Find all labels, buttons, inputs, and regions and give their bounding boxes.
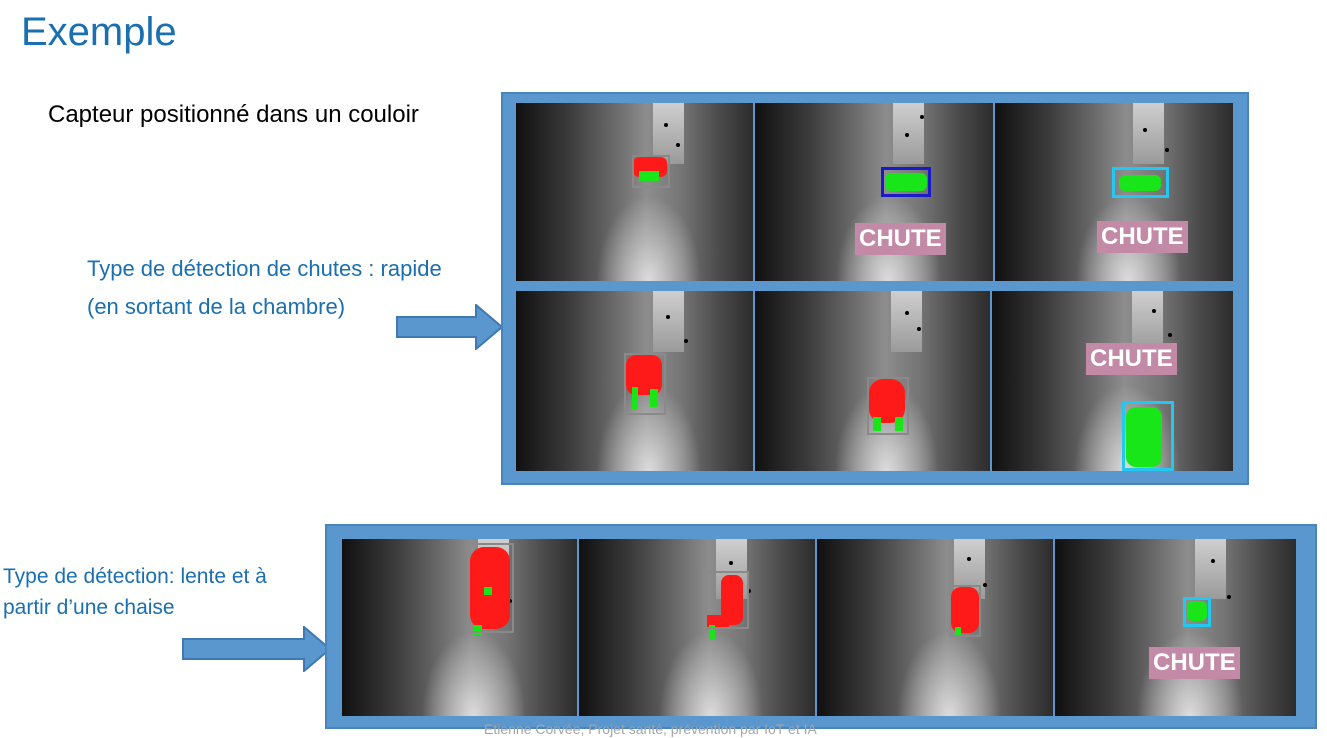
detection-box <box>867 377 909 435</box>
fall-label: CHUTE <box>1097 221 1188 253</box>
depth-frame <box>516 103 753 281</box>
slide-title: Exemple <box>21 10 177 54</box>
depth-frame: CHUTE <box>1055 539 1296 716</box>
depth-frame: CHUTE <box>992 291 1233 471</box>
fall-label: CHUTE <box>855 223 946 255</box>
detection-box <box>624 353 666 415</box>
sensor-position-text: Capteur positionné dans un couloir <box>48 101 419 128</box>
depth-frame: CHUTE <box>755 103 993 281</box>
arrow-right-icon <box>396 304 504 350</box>
fall-label: CHUTE <box>1086 343 1177 375</box>
detection-box <box>949 585 981 637</box>
depth-frame <box>516 291 753 471</box>
slide-footer: Etienne Corvée, Projet santé, prévention… <box>484 721 817 737</box>
detection-box <box>632 155 670 188</box>
detection-box-cyan <box>1112 167 1169 198</box>
depth-frame <box>755 291 990 471</box>
fast-detection-note: Type de détection de chutes : rapide (en… <box>87 250 442 326</box>
arrow-right-icon <box>182 626 332 672</box>
depth-frame <box>817 539 1053 716</box>
slow-detection-line-1: Type de détection: lente et à <box>3 565 267 588</box>
detection-box <box>468 543 514 633</box>
slow-detection-line-2: partir d’une chaise <box>3 596 175 619</box>
depth-frame: CHUTE <box>995 103 1233 281</box>
detection-box-cyan <box>1122 401 1174 471</box>
depth-frame <box>342 539 577 716</box>
fast-detection-line-2: (en sortant de la chambre) <box>87 294 346 319</box>
person-silhouette <box>1187 601 1207 621</box>
slow-detection-note: Type de détection: lente et à partir d’u… <box>3 561 267 623</box>
person-silhouette <box>885 173 927 191</box>
fast-detection-line-1: Type de détection de chutes : rapide <box>87 256 442 281</box>
fast-fall-sequence-frame: CHUTE CHUTE CHUTE <box>501 92 1249 485</box>
person-silhouette <box>1126 407 1162 467</box>
detection-box <box>703 571 749 629</box>
detection-box-blue <box>881 167 931 197</box>
detection-box-cyan <box>1183 597 1211 627</box>
depth-frame <box>579 539 815 716</box>
person-silhouette <box>1119 175 1161 191</box>
slow-fall-sequence-frame: CHUTE <box>325 524 1317 729</box>
fall-label: CHUTE <box>1149 647 1240 679</box>
